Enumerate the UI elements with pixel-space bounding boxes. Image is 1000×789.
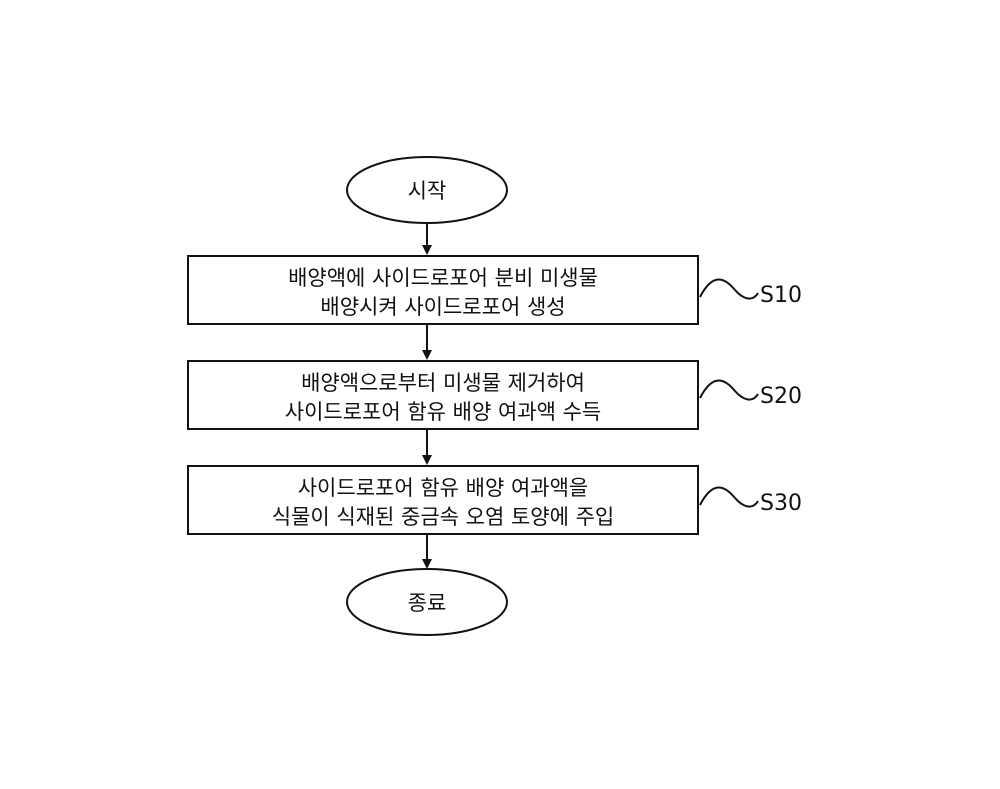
process-s10-line-1: 배양액에 사이드로포어 분비 미생물 [288, 266, 598, 290]
start-terminal: 시작 [347, 157, 507, 223]
process-s30-line-1: 사이드로포어 함유 배양 여과액을 [298, 476, 589, 500]
start-label: 시작 [408, 179, 447, 203]
step-label-s20: S20 [760, 384, 802, 409]
process-s20-line-2: 사이드로포어 함유 배양 여과액 수득 [285, 400, 602, 424]
step-marker-squiggle-s30 [700, 488, 758, 507]
step-label-s10: S10 [760, 283, 802, 308]
step-label-s30: S30 [760, 491, 802, 516]
process-box-s20: 배양액으로부터 미생물 제거하여 사이드로포어 함유 배양 여과액 수득 [188, 361, 698, 429]
process-box-s30: 사이드로포어 함유 배양 여과액을 식물이 식재된 중금속 오염 토양에 주입 [188, 466, 698, 534]
step-marker-squiggle-s10 [700, 280, 758, 299]
process-s20-line-1: 배양액으로부터 미생물 제거하여 [301, 371, 585, 395]
step-marker-squiggle-s20 [700, 381, 758, 400]
process-s30-line-2: 식물이 식재된 중금속 오염 토양에 주입 [272, 505, 615, 529]
end-label: 종료 [408, 591, 447, 615]
process-box-s10: 배양액에 사이드로포어 분비 미생물 배양시켜 사이드로포어 생성 [188, 256, 698, 324]
process-s10-line-2: 배양시켜 사이드로포어 생성 [320, 295, 565, 319]
end-terminal: 종료 [347, 569, 507, 635]
